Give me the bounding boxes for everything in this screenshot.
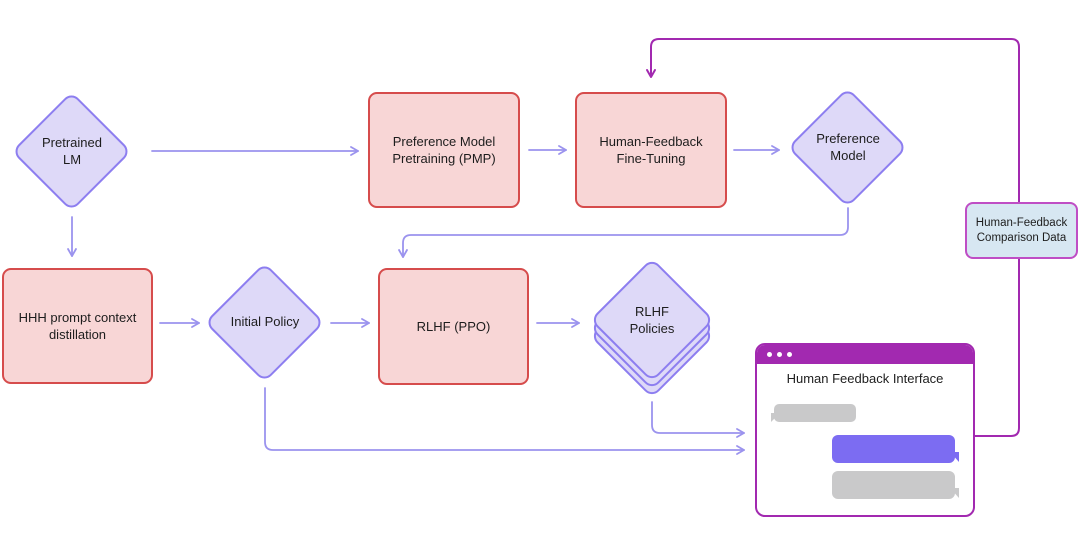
edge-initialpolicy-interface xyxy=(264,387,745,455)
human-feedback-interface-window: Human Feedback Interface xyxy=(755,343,975,517)
node-preference-model-pretraining: Preference Model Pretraining (PMP) xyxy=(368,92,520,208)
window-title: Human Feedback Interface xyxy=(786,371,944,386)
node-human-feedback-fine-tuning: Human-Feedback Fine-Tuning xyxy=(575,92,727,208)
window-dot-icon xyxy=(767,352,772,357)
node-rlhf-ppo: RLHF (PPO) xyxy=(378,268,529,385)
chat-bubble-gray-right xyxy=(832,471,955,499)
node-human-feedback-comparison-data: Human-Feedback Comparison Data xyxy=(965,202,1078,259)
chat-bubble-gray-left xyxy=(774,404,856,422)
chat-bubble-purple-right xyxy=(832,435,955,463)
edge-feedback-loop xyxy=(646,38,1020,437)
window-dot-icon xyxy=(787,352,792,357)
edge-prefmodel-rlhfppo xyxy=(398,207,849,258)
window-title-bar xyxy=(757,345,973,364)
node-hhh-prompt-context-distillation: HHH prompt context distillation xyxy=(2,268,153,384)
edge-policies-interface xyxy=(651,401,745,438)
window-dot-icon xyxy=(777,352,782,357)
